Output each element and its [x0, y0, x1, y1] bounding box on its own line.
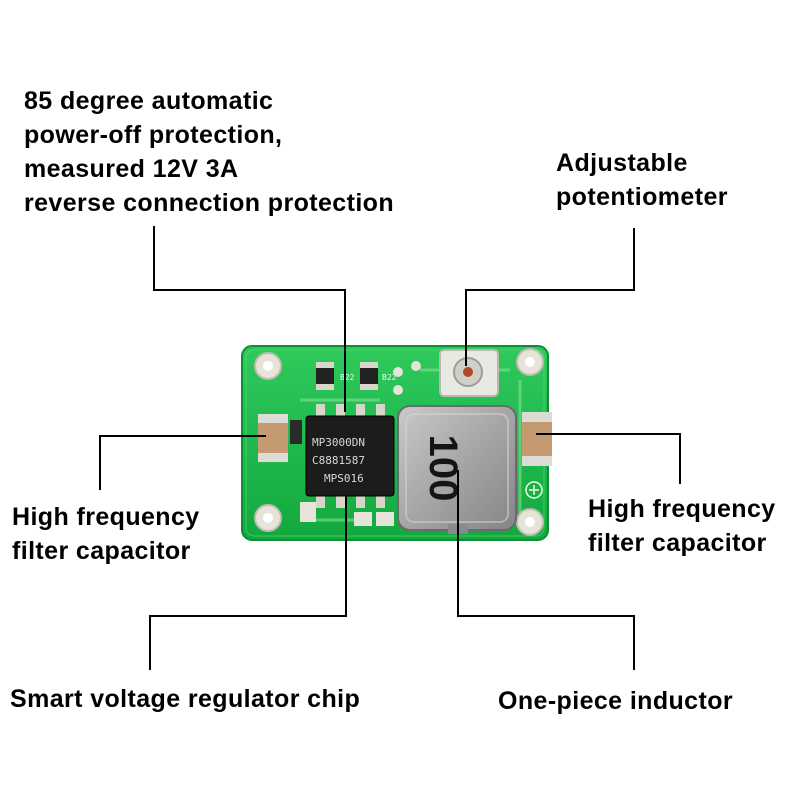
mounting-pads — [254, 348, 544, 536]
chip-marking-line-1: MP3000DN — [312, 436, 365, 449]
left-capacitor-label-line-2: filter capacitor — [12, 537, 191, 565]
chip-marking-line-2: C8881587 — [312, 454, 365, 467]
resistor-marking: B22 — [382, 373, 397, 382]
protection-label-line-4: reverse connection protection — [24, 189, 395, 217]
chip-pins — [316, 404, 385, 508]
potentiometer-label-line-2: potentiometer — [556, 183, 728, 211]
right-capacitor-label-line-1: High frequency — [588, 495, 776, 523]
right-capacitor-label-line-2: filter capacitor — [588, 529, 767, 557]
right-capacitor — [522, 412, 552, 466]
plus-marking — [525, 481, 543, 499]
bottom-pads — [300, 502, 394, 526]
leader-line-inductor — [457, 470, 635, 670]
regulator-chip-label-text: Smart voltage regulator chip — [10, 685, 361, 713]
right-capacitor-label: High frequency filter capacitor — [588, 492, 776, 560]
left-capacitor-label: High frequency filter capacitor — [12, 500, 200, 568]
leader-line-left-capacitor — [99, 435, 266, 490]
left-capacitor-label-line-1: High frequency — [12, 503, 200, 531]
potentiometer — [439, 349, 499, 397]
resistor-marking: B22 — [340, 373, 355, 382]
left-capacitor — [258, 414, 302, 462]
protection-label-line-2: power-off protection, — [24, 121, 283, 149]
regulator-chip: MP3000DN C8881587 MPS016 — [305, 415, 395, 497]
smd-resistors: B22 B22 — [316, 361, 421, 395]
protection-label-line-3: measured 12V 3A — [24, 155, 239, 183]
chip-marking-line-3: MPS016 — [324, 472, 364, 485]
regulator-chip-label: Smart voltage regulator chip — [10, 682, 360, 716]
potentiometer-label: Adjustable potentiometer — [556, 146, 728, 214]
inductor: 100 — [397, 405, 517, 534]
inductor-label: One-piece inductor — [498, 684, 733, 718]
protection-label: 85 degree automatic power-off protection… — [24, 84, 394, 220]
leader-line-regulator-chip — [149, 496, 347, 670]
leader-line-protection — [153, 226, 346, 412]
leader-lines — [99, 226, 681, 670]
leader-line-right-capacitor — [536, 433, 681, 484]
potentiometer-label-line-1: Adjustable — [556, 149, 688, 177]
leader-line-potentiometer — [465, 228, 635, 366]
inductor-label-text: One-piece inductor — [498, 687, 734, 715]
protection-label-line-1: 85 degree automatic — [24, 87, 274, 115]
